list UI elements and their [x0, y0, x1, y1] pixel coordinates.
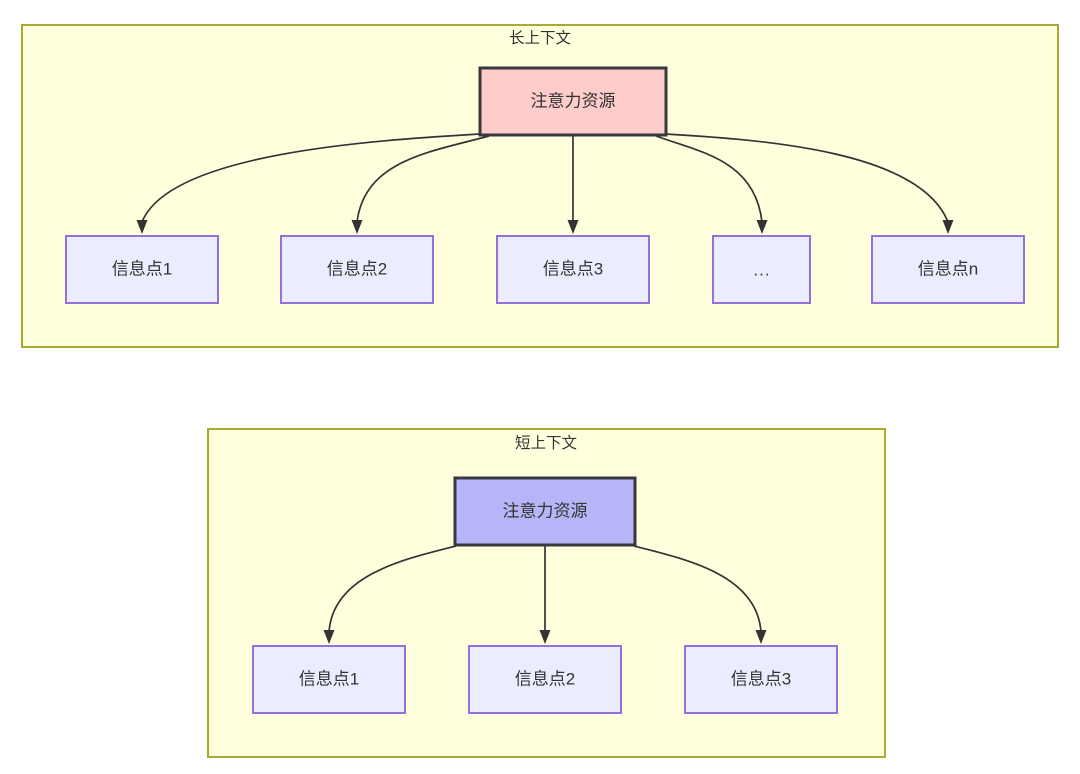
edge-root-to-ellipsis — [655, 135, 763, 223]
long-context-attention-node[interactable]: 注意力资源 — [478, 66, 668, 137]
short-context-child-1[interactable]: 信息点1 — [252, 645, 406, 714]
info-node-label: 信息点3 — [731, 669, 791, 688]
arrowhead-info-1 — [136, 220, 148, 234]
info-node-rect[interactable] — [871, 235, 1025, 304]
long-context-title: 长上下文 — [509, 29, 571, 47]
short-context-attention-rect[interactable] — [453, 476, 637, 547]
long-context-child-n[interactable]: 信息点n — [871, 235, 1025, 304]
info-node-label: 信息点2 — [327, 259, 387, 278]
edge-root-to-info-1 — [141, 133, 481, 223]
arrowhead-ellipsis — [756, 220, 768, 234]
long-context-edges — [136, 133, 954, 234]
arrowhead-info-2 — [539, 630, 551, 644]
long-context-child-ellipsis[interactable]: ... — [712, 235, 811, 304]
ellipsis-node-label: ... — [753, 260, 770, 279]
long-context-child-1[interactable]: 信息点1 — [65, 235, 219, 304]
info-node-label: 信息点n — [918, 259, 978, 278]
section-long-context: 长上下文 注意 — [21, 24, 1059, 348]
ellipsis-node-rect[interactable] — [712, 235, 811, 304]
info-node-rect[interactable] — [468, 645, 622, 714]
info-node-rect[interactable] — [252, 645, 406, 714]
info-node-rect[interactable] — [496, 235, 650, 304]
arrowhead-info-2 — [351, 220, 363, 234]
long-context-attention-rect[interactable] — [478, 66, 668, 137]
info-node-rect[interactable] — [65, 235, 219, 304]
info-node-rect[interactable] — [684, 645, 838, 714]
info-node-label: 信息点3 — [543, 259, 603, 278]
arrowhead-info-3 — [755, 630, 767, 644]
short-context-attention-label: 注意力资源 — [503, 501, 588, 520]
info-node-label: 信息点2 — [515, 669, 575, 688]
short-context-edges — [323, 545, 767, 644]
arrowhead-info-3 — [567, 220, 579, 234]
edge-root-to-info-n — [664, 133, 949, 223]
arrowhead-info-n — [942, 220, 954, 234]
short-context-attention-node[interactable]: 注意力资源 — [453, 476, 637, 547]
edge-root-to-info-2 — [356, 135, 490, 223]
arrowhead-info-1 — [323, 630, 335, 644]
short-context-child-3[interactable]: 信息点3 — [684, 645, 838, 714]
edge-root-to-info-3 — [633, 545, 762, 633]
edge-root-to-info-1 — [328, 545, 457, 633]
info-node-label: 信息点1 — [112, 259, 172, 278]
info-node-rect[interactable] — [280, 235, 434, 304]
short-context-title: 短上下文 — [515, 434, 577, 452]
info-node-label: 信息点1 — [299, 669, 359, 688]
section-short-context: 短上下文 注意力资源 信息点1 — [207, 428, 886, 758]
long-context-attention-label: 注意力资源 — [531, 91, 616, 110]
long-context-child-3[interactable]: 信息点3 — [496, 235, 650, 304]
short-context-child-2[interactable]: 信息点2 — [468, 645, 622, 714]
long-context-child-2[interactable]: 信息点2 — [280, 235, 434, 304]
